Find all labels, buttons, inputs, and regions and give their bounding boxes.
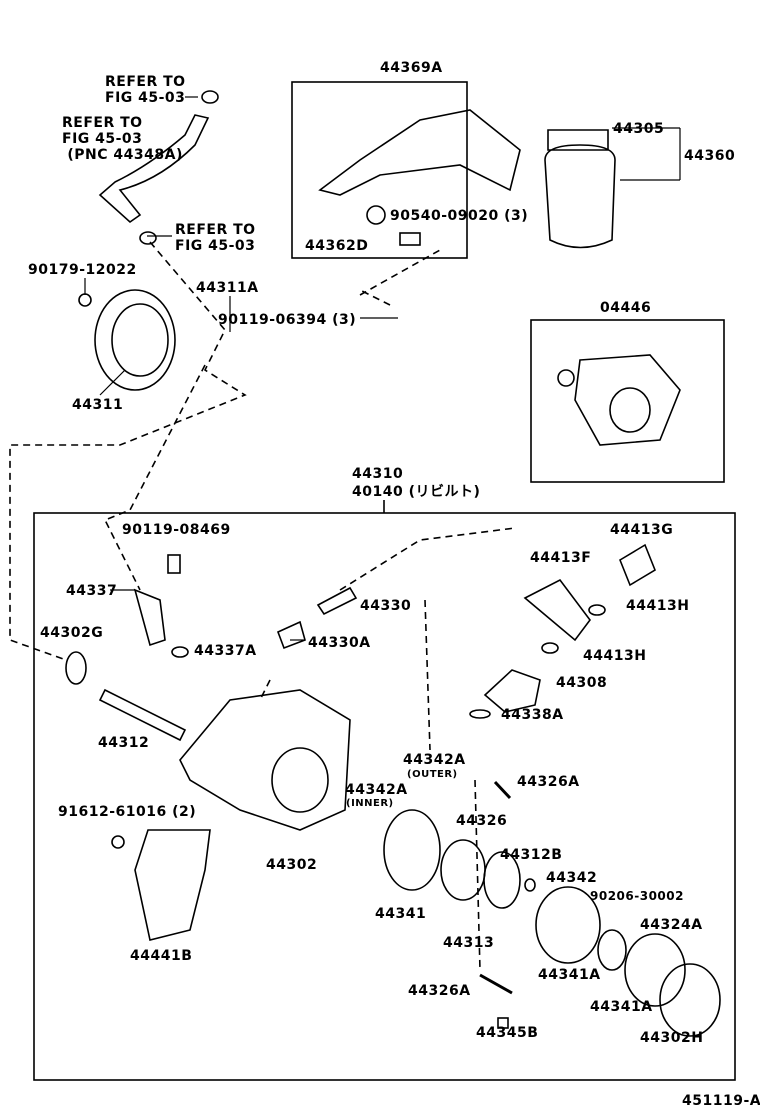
part-note: (OUTER) [407, 769, 458, 780]
part-label[interactable]: 44302H [640, 1030, 704, 1046]
part-label[interactable]: 44337 [66, 583, 118, 599]
part-label[interactable]: 44326 [456, 813, 508, 829]
bracket-44441b [134, 829, 211, 941]
part-label[interactable]: 44413G [610, 522, 674, 538]
part-label[interactable]: 44337A [194, 643, 257, 659]
reference-note-hose: REFER TO FIG 45-03 (PNC 44348A) [62, 115, 183, 163]
reservoir-44360 [544, 129, 616, 249]
part-label[interactable]: 44413H [626, 598, 690, 614]
reference-note-clip: REFER TO FIG 45-03 [175, 222, 256, 254]
part-label[interactable]: 40140 (リビルト) [352, 484, 481, 500]
part-label[interactable]: 44341A [538, 967, 601, 983]
part-label[interactable]: 44326A [517, 774, 580, 790]
part-label[interactable]: 90119-06394 (3) [218, 312, 357, 328]
part-label[interactable]: 44413F [530, 550, 592, 566]
part-label[interactable]: 44312B [500, 847, 563, 863]
part-label[interactable]: 44362D [305, 238, 369, 254]
part-label[interactable]: 44345B [476, 1025, 539, 1041]
part-label[interactable]: 44311A [196, 280, 259, 296]
part-label[interactable]: 44330 [360, 598, 412, 614]
pump-body-44302 [179, 689, 351, 831]
reference-note-clamp: REFER TO FIG 45-03 [105, 74, 186, 106]
box-44369a [291, 81, 468, 259]
part-label[interactable]: 04446 [600, 300, 652, 316]
part-label[interactable]: 44360 [684, 148, 736, 164]
part-label[interactable]: 44311 [72, 397, 124, 413]
part-label[interactable]: 44341 [375, 906, 427, 922]
part-label[interactable]: 44308 [556, 675, 608, 691]
part-label[interactable]: 44338A [501, 707, 564, 723]
hose [98, 114, 210, 224]
plate-44341 [383, 809, 441, 891]
part-note: (INNER) [346, 798, 394, 809]
valve-44308 [483, 669, 541, 713]
part-label[interactable]: 44341A [590, 999, 653, 1015]
part-label[interactable]: 44302 [266, 857, 318, 873]
part-label[interactable]: 44342A [345, 782, 408, 798]
shaft-44312 [98, 688, 187, 742]
part-label[interactable]: 44324A [640, 917, 703, 933]
part-label[interactable]: 90179-12022 [28, 262, 137, 278]
part-label[interactable]: 91612-61016 (2) [58, 804, 197, 820]
figure-id: 451119-A [682, 1093, 760, 1109]
part-label[interactable]: 90540-09020 (3) [390, 208, 529, 224]
part-label[interactable]: 90206-30002 [590, 889, 684, 903]
part-label[interactable]: 44369A [380, 60, 443, 76]
part-label[interactable]: 90119-08469 [122, 522, 231, 538]
part-label[interactable]: 44342 [546, 870, 598, 886]
part-label[interactable]: 44305 [613, 121, 665, 137]
part-label[interactable]: 44313 [443, 935, 495, 951]
part-label[interactable]: 44342A [403, 752, 466, 768]
bracket-44369a [318, 109, 521, 196]
pulley-44311 [94, 289, 176, 391]
part-label[interactable]: 44312 [98, 735, 150, 751]
part-label[interactable]: 44326A [408, 983, 471, 999]
box-04446 [530, 319, 725, 483]
part-label[interactable]: 44413H [583, 648, 647, 664]
part-label[interactable]: 44441B [130, 948, 193, 964]
part-label[interactable]: 44302G [40, 625, 104, 641]
part-label[interactable]: 44330A [308, 635, 371, 651]
kit-04446 [574, 354, 681, 446]
part-label[interactable]: 44310 [352, 466, 404, 482]
